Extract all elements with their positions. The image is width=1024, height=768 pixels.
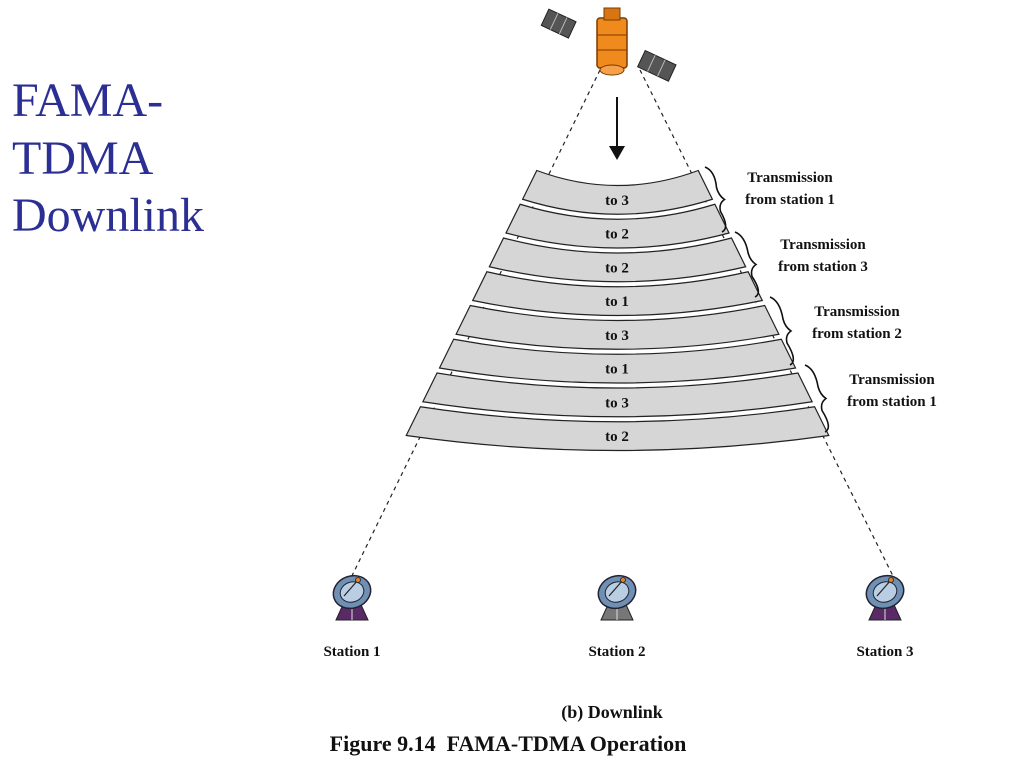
transmission-label-line1: Transmission [849, 372, 935, 388]
slot-band [455, 304, 780, 350]
slide-title-line-3: Downlink [12, 189, 204, 243]
tdma-slot: to 2 [405, 406, 830, 452]
station: Station 3 [856, 574, 914, 660]
slot-band [438, 338, 797, 384]
transmission-annotation: Transmission from station 1 [804, 364, 937, 433]
slot-label: to 2 [605, 429, 629, 445]
satellite-dish-icon [597, 574, 637, 621]
transmission-label-line1: Transmission [780, 237, 866, 253]
slot-band [505, 203, 730, 249]
station: Station 2 [588, 574, 646, 660]
station-label: Station 3 [856, 644, 913, 660]
station: Station 1 [323, 574, 381, 660]
slot-band [488, 237, 747, 283]
slot-band [471, 271, 764, 317]
slot-label: to 1 [605, 294, 629, 310]
slot-label: to 1 [605, 362, 629, 378]
tdma-slot: to 3 [521, 169, 714, 215]
tdma-slot: to 3 [455, 304, 780, 350]
slot-band [421, 372, 814, 418]
brace [804, 364, 830, 433]
slide-title-line-1: FAMA- [12, 74, 164, 127]
stations: Station 1 Station 2 Station 3 [323, 574, 914, 660]
slide-title: FAMA- TDMA Downlink [12, 72, 292, 245]
station-label: Station 2 [588, 644, 645, 660]
slot-label: to 2 [605, 227, 629, 243]
slot-label: to 3 [605, 193, 629, 209]
transmission-annotation: Transmission from station 3 [734, 231, 868, 298]
figure-caption: Figure 9.14 FAMA-TDMA Operation [330, 731, 687, 756]
slot-label: to 3 [605, 328, 629, 344]
brace [704, 166, 727, 233]
sub-caption: (b) Downlink [561, 702, 663, 723]
brace [769, 296, 795, 366]
tdma-slot: to 1 [471, 271, 764, 317]
slot-label: to 3 [605, 395, 629, 411]
tdma-slot: to 2 [488, 237, 747, 283]
slot-band [405, 406, 830, 452]
transmission-label-line2: from station 3 [778, 259, 868, 275]
slide-title-line-2: TDMA [12, 131, 154, 185]
satellite-dish-icon [332, 574, 372, 621]
satellite-dish-icon [865, 574, 905, 621]
satellite-icon [540, 7, 677, 82]
brace [734, 231, 760, 298]
station-label: Station 1 [323, 644, 380, 660]
arrow-down-icon [609, 97, 625, 160]
transmission-label-line2: from station 2 [812, 326, 902, 342]
tdma-slot: to 1 [438, 338, 797, 384]
transmission-label-line2: from station 1 [745, 192, 835, 208]
transmission-annotation: Transmission from station 2 [769, 296, 902, 366]
slot-label: to 2 [605, 260, 629, 276]
transmission-label-line2: from station 1 [847, 394, 937, 410]
tdma-slot: to 3 [421, 372, 814, 418]
slot-band [521, 169, 714, 215]
tdma-slot: to 2 [505, 203, 730, 249]
tdma-slots: to 3 to 2 to 2 to 1 to 3 to 1 to 3 to 2 [405, 169, 830, 452]
transmission-label-line1: Transmission [747, 170, 833, 186]
transmission-labels: Transmission from station 1 Transmission fr… [704, 166, 937, 433]
transmission-annotation: Transmission from station 1 [704, 166, 835, 233]
transmission-label-line1: Transmission [814, 304, 900, 320]
